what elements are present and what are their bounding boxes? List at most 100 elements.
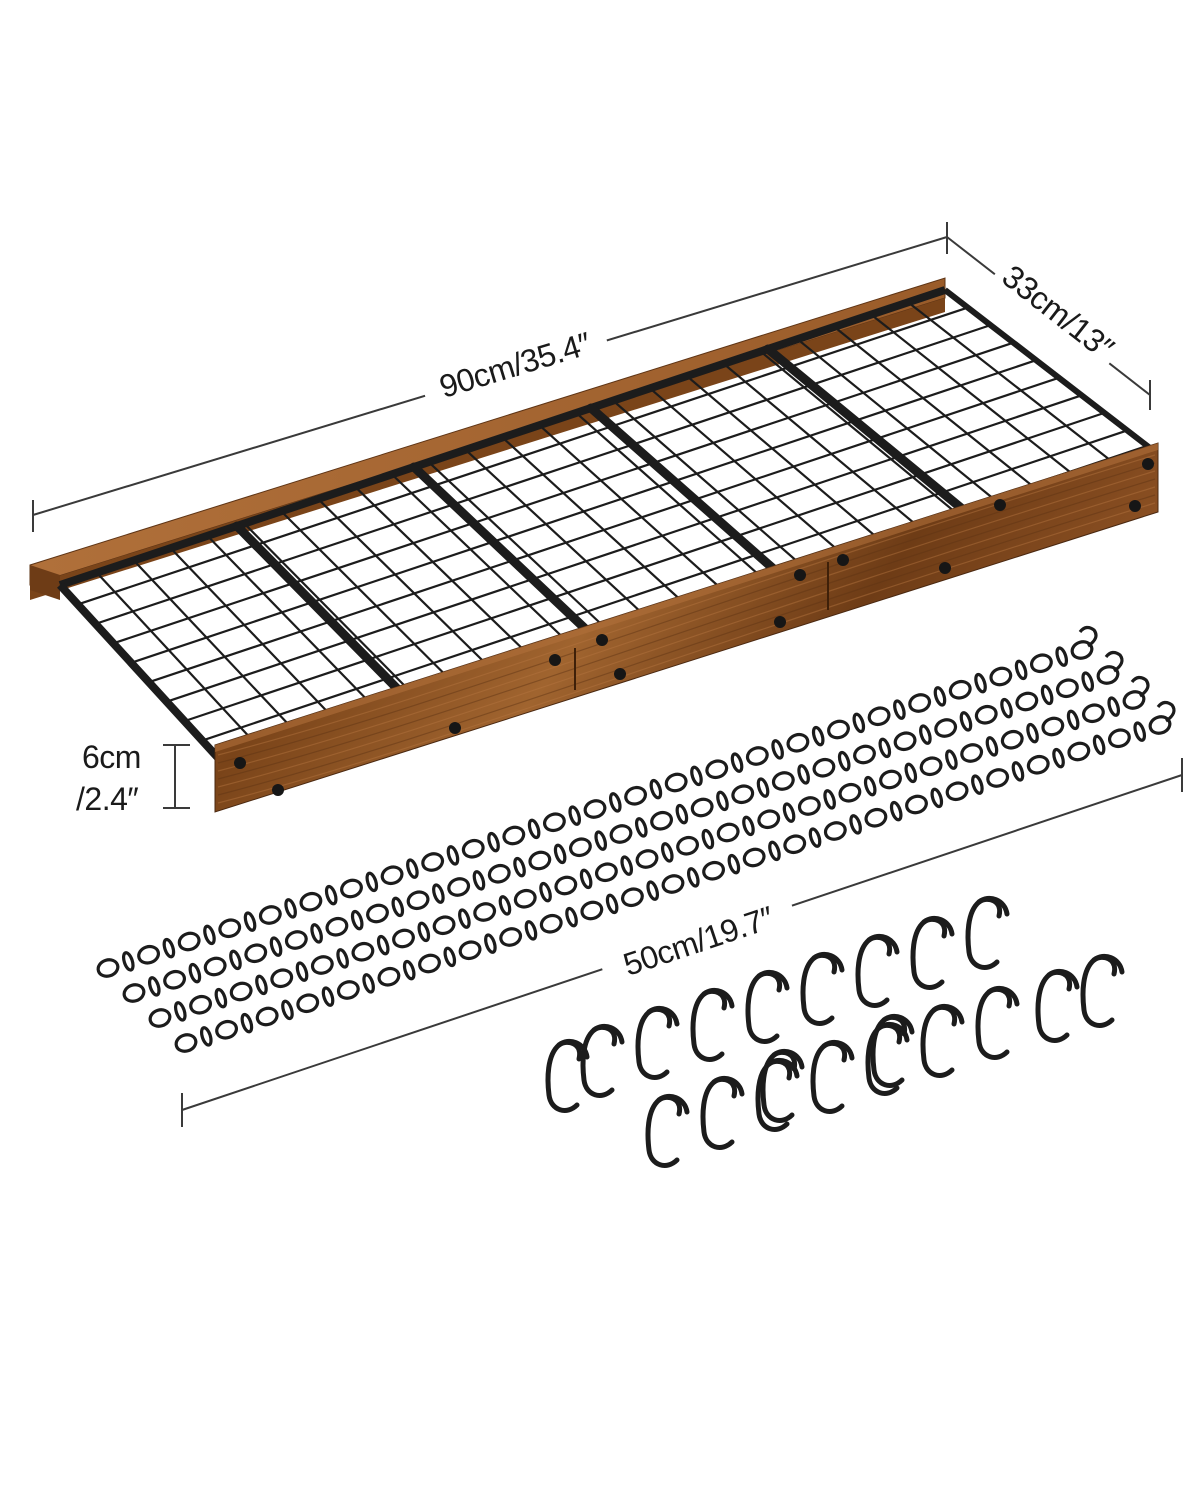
chain-link bbox=[137, 944, 161, 965]
chain-link bbox=[432, 915, 456, 936]
chain-link bbox=[310, 955, 334, 975]
chain-link bbox=[864, 807, 888, 828]
chain-link bbox=[1081, 671, 1095, 692]
chain-link bbox=[284, 898, 297, 919]
chain bbox=[96, 625, 1098, 978]
chain-link bbox=[199, 1026, 213, 1047]
chain-link bbox=[295, 961, 309, 982]
chain-link bbox=[742, 847, 766, 868]
chain-link bbox=[849, 814, 862, 835]
s-hook bbox=[700, 1076, 745, 1150]
chain-link bbox=[756, 777, 770, 798]
chain-link bbox=[948, 679, 972, 700]
chain-link bbox=[661, 874, 685, 894]
screw bbox=[939, 562, 951, 574]
support-bar bbox=[763, 344, 969, 515]
chain-link bbox=[989, 666, 1013, 687]
chain-link bbox=[362, 973, 375, 994]
chain-link bbox=[919, 756, 943, 777]
chain-link bbox=[594, 862, 618, 883]
chain-link bbox=[730, 752, 744, 773]
support-bar bbox=[409, 462, 597, 640]
chain-link bbox=[243, 911, 257, 932]
chain-link bbox=[605, 893, 619, 915]
chain-link bbox=[487, 831, 500, 853]
chain-link bbox=[690, 765, 703, 787]
chain-link bbox=[727, 853, 741, 875]
chain-link bbox=[1148, 715, 1172, 735]
s-hook bbox=[545, 1039, 590, 1113]
chain-link bbox=[974, 704, 998, 725]
chain-link bbox=[823, 789, 836, 810]
screw bbox=[449, 722, 461, 734]
grid-wire bbox=[130, 359, 1037, 664]
chain-link bbox=[827, 719, 850, 740]
chain-link bbox=[299, 891, 323, 912]
chain-link bbox=[163, 969, 187, 990]
s-hook bbox=[800, 952, 845, 1026]
chain-link bbox=[189, 994, 213, 1015]
chain-link bbox=[811, 725, 825, 747]
chain-link bbox=[893, 731, 917, 752]
grid-wire bbox=[201, 429, 1128, 742]
chain-link bbox=[934, 718, 958, 738]
chain-link bbox=[340, 878, 363, 899]
chain-link bbox=[583, 799, 607, 819]
chain-link bbox=[1081, 703, 1105, 724]
s-hook bbox=[865, 1022, 910, 1096]
chain-link bbox=[284, 930, 308, 950]
chain-link bbox=[664, 772, 688, 793]
chain-link bbox=[513, 856, 526, 878]
chain-link bbox=[852, 712, 866, 734]
chain-link bbox=[443, 946, 457, 968]
chain-link bbox=[608, 792, 622, 813]
chain-link bbox=[768, 840, 781, 862]
s-hook bbox=[745, 970, 790, 1044]
support-bar bbox=[232, 521, 411, 703]
chain-link bbox=[1000, 729, 1024, 750]
chain-link bbox=[1055, 646, 1069, 667]
chain-link bbox=[797, 764, 810, 785]
left-end-cap bbox=[30, 565, 60, 600]
chain-link bbox=[945, 781, 969, 802]
chain-link bbox=[812, 757, 836, 778]
chain-link bbox=[1096, 665, 1120, 685]
chain-link bbox=[716, 790, 729, 812]
chain-link bbox=[579, 868, 593, 890]
chain-link bbox=[786, 732, 810, 753]
s-hook bbox=[760, 1049, 805, 1123]
chain-link bbox=[690, 797, 714, 818]
chain-link bbox=[1000, 697, 1013, 719]
chain-link bbox=[122, 983, 146, 1003]
grid-wire bbox=[796, 338, 996, 501]
chain-link bbox=[782, 802, 796, 823]
grid-wire bbox=[148, 376, 1060, 684]
chain-link bbox=[676, 835, 700, 856]
chain-link bbox=[889, 800, 903, 822]
s-hook bbox=[1035, 969, 1080, 1043]
chain-link bbox=[933, 686, 947, 707]
depth-dimension: 33cm/13″ bbox=[946, 236, 1151, 410]
chain-link bbox=[214, 987, 228, 1009]
chain-link bbox=[1107, 728, 1131, 749]
chain-link bbox=[620, 855, 634, 876]
s-hook bbox=[690, 988, 735, 1062]
chain-link bbox=[366, 903, 389, 924]
grid-wire bbox=[833, 326, 1035, 488]
chain-link bbox=[350, 909, 364, 931]
chain-link bbox=[580, 900, 604, 921]
chain-link bbox=[524, 920, 538, 941]
shelf bbox=[29, 277, 1159, 813]
chain-link bbox=[310, 923, 323, 944]
chain-link bbox=[1052, 747, 1065, 769]
chain-link bbox=[1092, 734, 1106, 756]
chain-link bbox=[498, 895, 512, 916]
chain-link bbox=[716, 822, 740, 843]
chain-link bbox=[742, 815, 755, 837]
grid-wire bbox=[391, 473, 570, 644]
chain-link bbox=[147, 976, 161, 997]
chain-link bbox=[447, 877, 471, 897]
chain-link bbox=[380, 865, 404, 886]
